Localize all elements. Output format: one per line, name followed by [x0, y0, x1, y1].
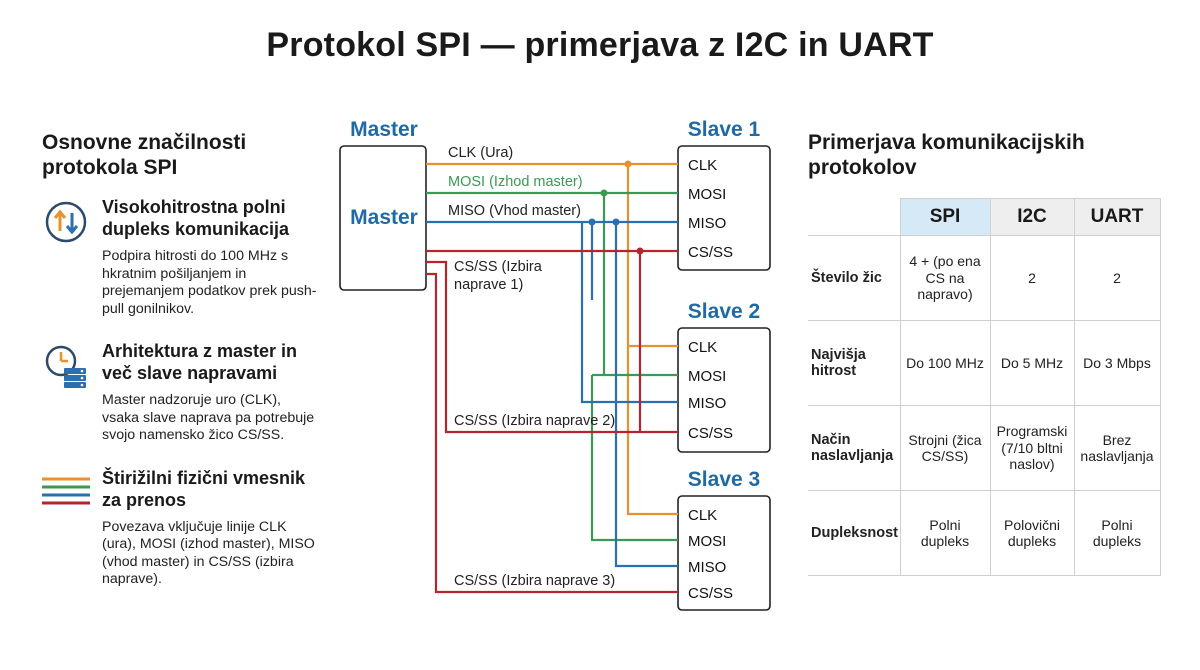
slave3-pin-mosi: MOSI: [688, 533, 726, 550]
miso-line: [426, 220, 678, 568]
table-cell: Programski (7/10 bltni naslov): [989, 405, 1075, 491]
row-header: Dupleksnost: [808, 490, 901, 576]
cs2-label: CS/SS (Izbira naprave 2): [454, 413, 615, 429]
clock-server-icon: [45, 345, 86, 388]
slave3-box: [677, 495, 771, 611]
comparison-table: SPI I2C UART Število žic 4 + (po ena CS …: [808, 198, 1161, 576]
clk-label: CLK (Ura): [448, 145, 513, 161]
slave2-header: Slave 2: [688, 300, 760, 323]
slave1-pin-clk: CLK: [688, 157, 717, 174]
mosi-line: [426, 191, 678, 542]
table-cell: Polovični dupleks: [989, 490, 1075, 576]
master-box: [339, 145, 427, 291]
feature-duplex: Visokohitrostna polni dupleks komunikaci…: [42, 196, 317, 318]
table-cell: Polni dupleks: [899, 490, 991, 576]
slave3-header: Slave 3: [688, 468, 760, 491]
table-cell: Do 5 MHz: [989, 320, 1075, 406]
mosi-label: MOSI (Izhod master): [448, 174, 583, 190]
features-panel: Osnovne značilnosti protokola SPI Visoko…: [42, 130, 317, 611]
features-heading: Osnovne značilnosti protokola SPI: [42, 131, 247, 179]
comparison-panel: Primerjava komunikacijskih protokolov SP…: [808, 130, 1163, 576]
cs1-label-line2: naprave 1): [454, 277, 523, 293]
table-cell: 4 + (po ena CS na napravo): [899, 235, 991, 321]
miso-junction: [588, 218, 596, 226]
table-cell: Polni dupleks: [1073, 490, 1161, 576]
slave2-pin-miso: MISO: [688, 395, 726, 412]
slave2-pin-clk: CLK: [688, 339, 717, 356]
slave1-pin-cs: CS/SS: [688, 244, 733, 261]
slave3-pin-miso: MISO: [688, 559, 726, 576]
table-cell: Brez naslavljanja: [1073, 405, 1161, 491]
table-cell: 2: [989, 235, 1075, 321]
clk-junction: [624, 160, 632, 168]
table-row: Način naslavljanja Strojni (žica CS/SS) …: [808, 405, 1161, 491]
slave2-pin-mosi: MOSI: [688, 368, 726, 385]
miso-label: MISO (Vhod master): [448, 203, 581, 219]
slave1-pin-mosi: MOSI: [688, 186, 726, 203]
row-header: Število žic: [808, 235, 901, 321]
feature-title: Arhitektura z master in več slave naprav…: [102, 341, 298, 383]
table-cell: Do 100 MHz: [899, 320, 991, 406]
master-header: Master: [350, 118, 418, 141]
feature-text: Podpira hitrosti do 100 MHz s hkratnim p…: [102, 248, 317, 317]
duplex-arrows-icon: [45, 201, 87, 243]
cs1-label-line1: CS/SS (Izbira: [454, 259, 543, 275]
row-header: Najvišja hitrost: [808, 320, 901, 406]
slave1-pin-miso: MISO: [688, 215, 726, 232]
slave3-pin-clk: CLK: [688, 507, 717, 524]
feature-text: Povezava vključuje linije CLK (ura), MOS…: [102, 518, 315, 588]
miso-junction: [612, 218, 620, 226]
mosi-junction: [600, 189, 608, 197]
feature-title: Visokohitrostna polni dupleks komunikaci…: [102, 197, 290, 239]
slave2-box: [677, 327, 771, 453]
corner-cell: [808, 198, 901, 236]
table-row: Dupleksnost Polni dupleks Polovični dupl…: [808, 490, 1161, 576]
four-wires-icon: [42, 477, 90, 504]
table-cell: Do 3 Mbps: [1073, 320, 1161, 406]
slave1-header: Slave 1: [688, 118, 761, 141]
feature-text: Master nadzoruje uro (CLK), vsaka slave …: [102, 392, 315, 443]
feature-interface: Štirižilni fizični vmesnik za prenos Pov…: [42, 467, 317, 589]
cs-junction: [636, 247, 644, 255]
table-header-row: SPI I2C UART: [808, 198, 1161, 236]
column-header-spi: SPI: [899, 198, 991, 236]
feature-architecture: Arhitektura z master in več slave naprav…: [42, 340, 317, 445]
column-header-uart: UART: [1073, 198, 1161, 236]
table-row: Število žic 4 + (po ena CS na napravo) 2…: [808, 235, 1161, 321]
feature-title: Štirižilni fizični vmesnik za prenos: [102, 467, 306, 510]
column-header-i2c: I2C: [989, 198, 1075, 236]
cs3-label: CS/SS (Izbira naprave 3): [454, 573, 615, 589]
row-header: Način naslavljanja: [808, 405, 901, 491]
table-cell: 2: [1073, 235, 1161, 321]
table-row: Najvišja hitrost Do 100 MHz Do 5 MHz Do …: [808, 320, 1161, 406]
table-cell: Strojni (žica CS/SS): [899, 405, 991, 491]
slave1-box: [677, 145, 771, 271]
slave3-pin-cs: CS/SS: [688, 585, 733, 602]
page-title: Protokol SPI — primerjava z I2C in UART: [266, 26, 934, 64]
cs-lines: [426, 249, 678, 594]
master-label: Master: [350, 206, 418, 229]
slave2-pin-cs: CS/SS: [688, 425, 733, 442]
comparison-heading: Primerjava komunikacijskih protokolov: [808, 131, 1085, 179]
